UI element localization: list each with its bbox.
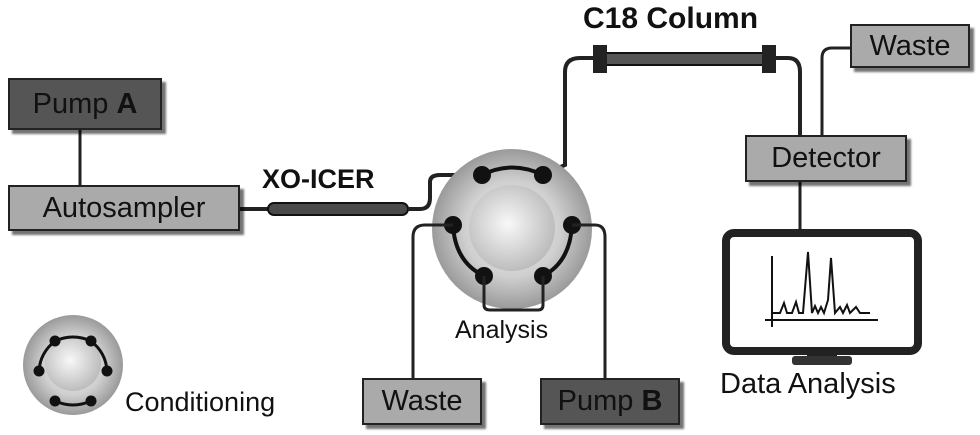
analysis-label: Analysis (455, 316, 549, 344)
pump-a-box: Pump A (8, 78, 162, 130)
analysis-valve (432, 149, 592, 309)
column-detector-tube (776, 56, 802, 135)
detector-waste-tube (820, 46, 850, 135)
conditioning-label: Conditioning (125, 387, 276, 417)
xo-icer-reactor (267, 202, 409, 216)
pump-a-letter: A (116, 87, 138, 120)
autosampler-label: Autosampler (42, 191, 206, 224)
valve-waste-tube (411, 223, 453, 378)
waste-top-label: Waste (869, 29, 951, 62)
pump-b-box: Pump B (540, 378, 680, 425)
waste-top-box: Waste (850, 24, 970, 68)
detector-label: Detector (771, 142, 881, 174)
xo-icer-label: XO-ICER (262, 164, 375, 194)
c18-column (593, 45, 776, 73)
icer-valve-tube (408, 173, 482, 211)
autosampler-box: Autosampler (8, 185, 240, 231)
data-analysis-label: Data Analysis (720, 368, 896, 400)
waste-bottom-box: Waste (362, 378, 482, 425)
detector-box: Detector (745, 135, 907, 182)
valve-pump-b-tube (572, 223, 607, 378)
valve-column-tube (542, 56, 600, 177)
pump-b-label: Pump (557, 385, 642, 417)
sample-loop (482, 276, 545, 312)
pump-a-label: Pump (32, 87, 117, 120)
monitor-icon (722, 229, 922, 365)
pump-b-letter: B (641, 385, 663, 417)
conditioning-valve (23, 315, 123, 415)
chromatogram-trace (772, 251, 870, 316)
column-label: C18 Column (583, 2, 759, 35)
waste-bottom-label: Waste (381, 385, 463, 417)
